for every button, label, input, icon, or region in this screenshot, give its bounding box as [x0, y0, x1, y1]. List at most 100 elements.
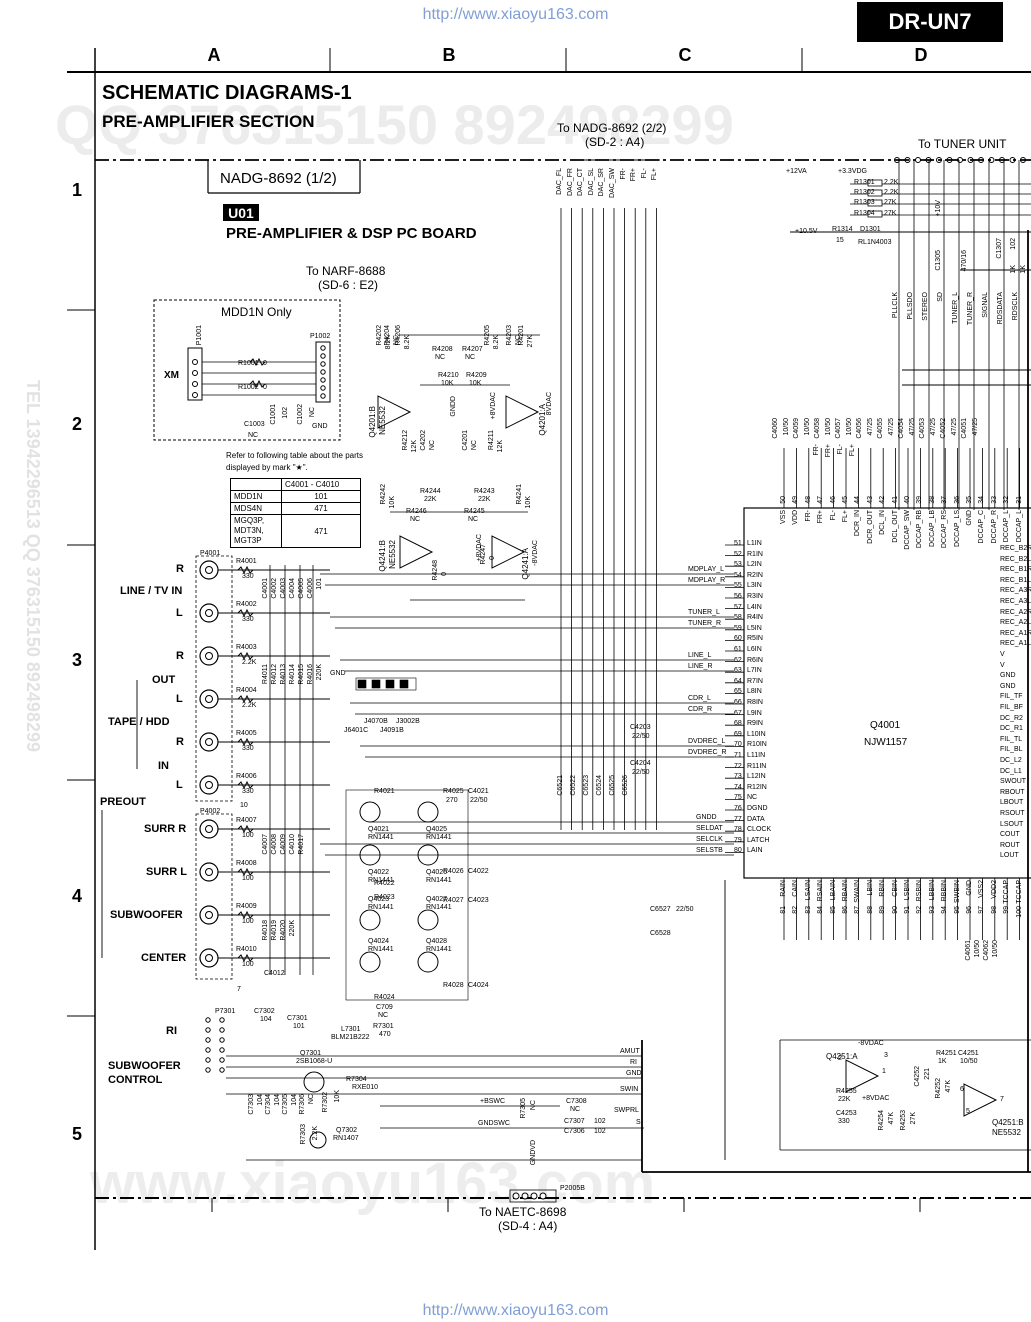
ic-cap-label: 10/50: [992, 940, 999, 958]
mute-part: R4022: [374, 880, 395, 887]
ic-cap-label: C4052: [940, 418, 947, 439]
ic-pin-number: 37: [941, 496, 949, 504]
tuner-pin: [1020, 157, 1026, 163]
ic-pin-number: 38: [928, 496, 936, 504]
row-label-1: 1: [72, 180, 83, 200]
tuner-part: C1307: [996, 238, 1003, 259]
ic-pin-name: R1IN: [747, 550, 763, 558]
bus-part: C6523: [583, 775, 590, 796]
ic-pin-name: DC_R1: [1000, 725, 1023, 733]
ic-pin-name: R10IN: [747, 741, 767, 749]
ic-cap-label: 10/50: [845, 418, 853, 436]
ic-cap-label: C4054: [898, 418, 905, 439]
ic-cap-label: 47/25: [887, 418, 895, 436]
tuner-pin: [925, 157, 932, 163]
mute-block: [345, 789, 469, 1001]
mic-part-value: 10K: [441, 380, 454, 387]
output-resistor-ref: R4008: [236, 860, 257, 867]
ic-pin-name: DATA: [747, 815, 765, 823]
tuner-signal: STEREO: [922, 292, 929, 321]
nadg-signal: DAC_SR: [598, 168, 606, 197]
top-url[interactable]: http://www.xiaoyu163.com: [422, 6, 609, 23]
filter-part-value: 47K: [888, 1112, 895, 1125]
connector-pin: [320, 385, 326, 391]
q4241b-label: Q4241:B: [378, 540, 387, 572]
ic-ref: Q4001: [870, 720, 901, 731]
filter-part-value: 1K: [938, 1058, 947, 1065]
nadg-signal: DAC_FL: [556, 168, 563, 195]
rca-jack-center: [205, 695, 213, 703]
bottom-part-value: BLM21B222: [331, 1034, 370, 1041]
ic-pin-name: REC_B2R: [1000, 545, 1031, 552]
output-part: C4010: [289, 834, 296, 855]
tuner-part: D1301: [860, 226, 881, 233]
jack-label: L: [176, 779, 183, 791]
ic-cap-label: C4059: [793, 418, 800, 439]
bottom-url[interactable]: http://www.xiaoyu163.com: [422, 1302, 609, 1319]
tuner-part: C1305: [935, 250, 942, 271]
ic-pin-name: REC_B1R: [1000, 566, 1031, 574]
input-part: R4013: [280, 664, 287, 685]
rca-jack: [199, 775, 219, 795]
bus-label: MDPLAY_L: [688, 566, 725, 573]
jack-label: R: [176, 563, 184, 575]
ic-power-label: FR+: [825, 444, 832, 458]
input-part: 220K: [316, 664, 323, 681]
mute-transistor-ref: Q4024: [368, 938, 390, 945]
connector-pin: [320, 353, 326, 359]
connector-to-nadg: To NADG-8692 (2/2): [557, 121, 667, 135]
r1002-val: 0: [263, 384, 267, 391]
c1003-val: NC: [248, 432, 259, 439]
ic-pin-name: DCCAP_RS: [941, 510, 949, 549]
ic-pin-number: 52: [734, 550, 742, 558]
bottom-cap: 104: [256, 1094, 264, 1106]
mute-part: C4024: [468, 982, 489, 989]
ic-pin-number: 92: [916, 906, 924, 914]
ic-power-label: FL-: [837, 444, 844, 455]
mic-power: +8VDAC: [490, 392, 497, 420]
connector-to-nadg-ref: (SD-2 : A4): [585, 135, 645, 149]
ic-pin-number: 46: [829, 496, 837, 504]
feedback-part-ref: R4241: [516, 484, 523, 505]
nadg-signal: DAC_CT: [577, 168, 585, 197]
bottom-cap: 104: [273, 1094, 281, 1106]
bus-label: SELCLK: [696, 836, 723, 843]
connector-p2005b: P2005B: [560, 1185, 585, 1192]
table-cell: 101: [281, 490, 361, 503]
ic-pin-name: DC_L1: [1000, 767, 1022, 775]
jumper-pin: [399, 679, 409, 689]
ic-pin-name: VDD: [792, 510, 800, 525]
ic-pin-name: R12IN: [747, 783, 767, 791]
ic-pin-number: 80: [734, 847, 742, 855]
bus-part: C6526: [622, 775, 629, 796]
bottom-part-value: RN1407: [333, 1135, 359, 1142]
bottom-part-ref: R7302: [322, 1092, 329, 1113]
bottom-net: GNDVD: [530, 1140, 537, 1166]
q4241b-type: NE5532: [388, 540, 397, 569]
p7301-pin: [205, 1017, 211, 1023]
col-label-b: B: [442, 45, 456, 65]
bottom-part-ref: C7306: [564, 1128, 585, 1135]
ic-pin-name: SWBIN: [953, 880, 961, 903]
bottom-net: +BSWC: [480, 1098, 506, 1105]
bus-part: C6524: [596, 775, 603, 796]
bottom-part-ref: R7304: [346, 1076, 367, 1083]
ic-pin-number: 54: [734, 571, 742, 579]
q4201a-symbol: [505, 395, 540, 429]
input-resistor-value: 330: [242, 745, 254, 752]
tuner-pin: [999, 157, 1005, 163]
p1002-label: P1002: [310, 333, 331, 340]
rca-jack: [199, 560, 219, 580]
ic-pin-number: 45: [842, 496, 849, 504]
p7301-pin: [205, 1047, 211, 1053]
mute-transistor-ref: Q4022: [368, 869, 390, 876]
ic-pin-name: LSBIN: [904, 880, 911, 901]
connector-pin: [192, 359, 198, 365]
feedback-part-value: 10K: [389, 496, 396, 509]
mic-part-value: NC: [435, 354, 446, 361]
ic-pin-number: 86: [842, 906, 849, 914]
table-header: C4001 - C4010: [281, 478, 361, 491]
output-part: R4018: [262, 920, 269, 941]
p4002-box: [195, 813, 233, 980]
ic-pin-name: R8IN: [747, 699, 763, 706]
